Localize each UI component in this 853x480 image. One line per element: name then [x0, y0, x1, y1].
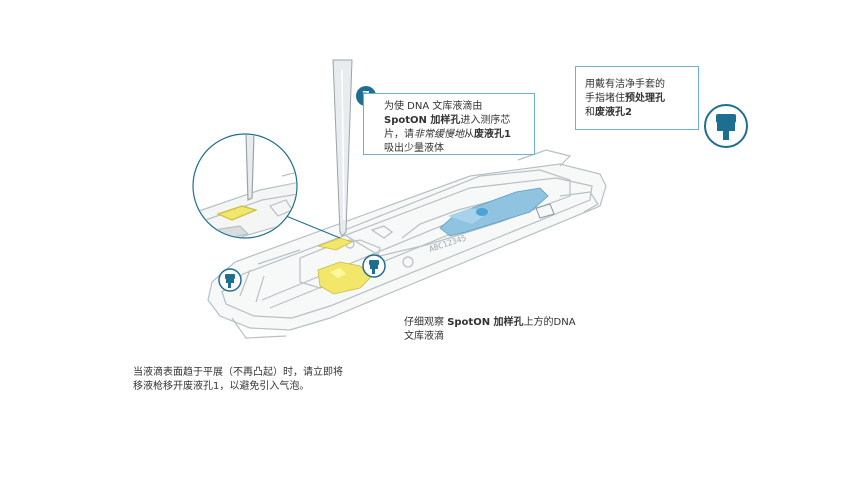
droplet-line-1: 仔细观察 SpotON 加样孔上方的DNA — [404, 316, 604, 330]
finger-press-icon — [362, 254, 386, 278]
step-line-3: 片，请非常缓慢地从废液孔1 — [384, 128, 526, 142]
glove-line-1: 用戴有洁净手套的 — [585, 79, 665, 90]
zoom-detail — [192, 133, 341, 239]
droplet-spoton-label: SpotON 加样孔 — [447, 317, 524, 328]
droplet-observation-note: 仔细观察 SpotON 加样孔上方的DNA 文库液滴 — [404, 316, 604, 344]
droplet-level-note: 当液滴表面趋于平展（不再凸起）时，请立即将 移液枪移开废液孔1，以避免引入气泡。 — [133, 366, 393, 394]
spoton-port-label: SpotON 加样孔 — [384, 115, 461, 126]
glove-callout: 用戴有洁净手套的 手指堵住预处理孔 和废液孔2 — [575, 66, 699, 130]
glove-line-3-pre: 和 — [585, 107, 595, 118]
droplet-post: 上方的DNA — [523, 317, 576, 328]
priming-port-label: 预处理孔 — [625, 93, 665, 104]
step-line-2-rest: 进入测序芯 — [460, 115, 511, 126]
step-line-3-pre: 片，请 — [384, 129, 414, 140]
glove-line-2: 手指堵住预处理孔 — [585, 92, 692, 106]
step-line-1: 为使 DNA 文库液滴由 — [384, 101, 483, 112]
step-line-2: SpotON 加样孔进入测序芯 — [384, 114, 526, 128]
step-instruction-callout: 为使 DNA 文库液滴由 SpotON 加样孔进入测序芯 片，请非常缓慢地从废液… — [363, 93, 535, 155]
pipette-tip-icon — [332, 59, 353, 237]
step-line-3-mid: 从 — [464, 129, 474, 140]
sensor-array — [439, 187, 555, 237]
droplet-line-2: 文库液滴 — [404, 331, 444, 342]
finger-press-icon — [218, 268, 242, 292]
step-line-4: 吸出少量液体 — [384, 143, 444, 154]
slowly-emphasis: 非常缓慢地 — [414, 129, 464, 140]
glove-line-2-pre: 手指堵住 — [585, 93, 625, 104]
yellow-ports — [316, 237, 373, 295]
level-line-1: 当液滴表面趋于平展（不再凸起）时，请立即将 — [133, 367, 343, 378]
level-line-2: 移液枪移开废液孔1，以避免引入气泡。 — [133, 381, 310, 392]
finger-press-icon — [704, 104, 748, 148]
waste-port-2-label: 废液孔2 — [595, 107, 632, 118]
waste-port-1-label: 废液孔1 — [474, 129, 511, 140]
glove-line-3: 和废液孔2 — [585, 106, 692, 120]
droplet-pre: 仔细观察 — [404, 317, 448, 328]
